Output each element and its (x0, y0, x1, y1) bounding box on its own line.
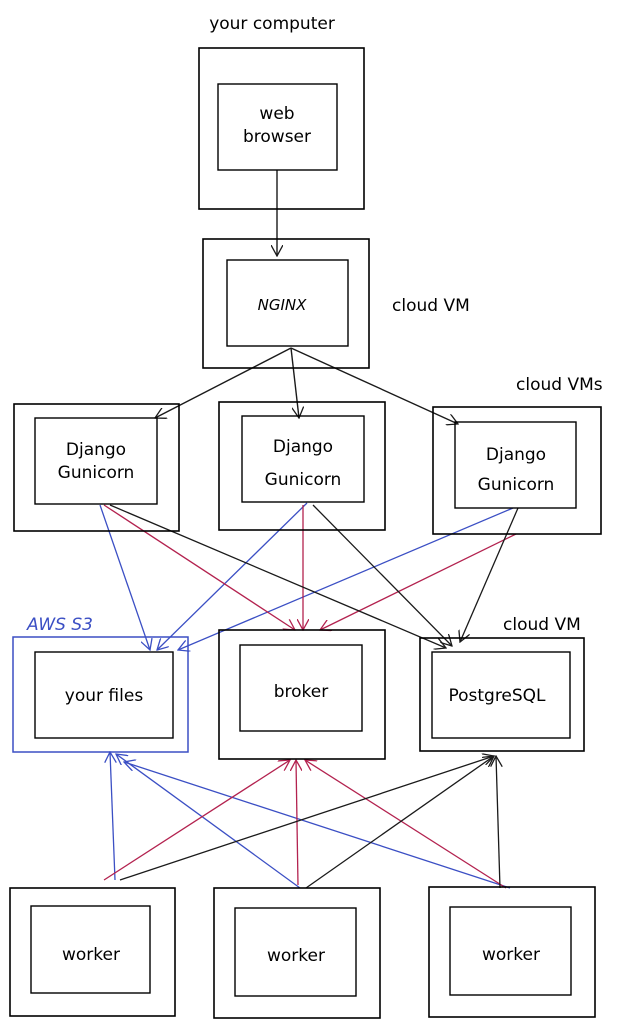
edge-worker-3-postgres (496, 756, 500, 889)
label-cloud-vm-db: cloud VM (503, 615, 581, 635)
edge-django-2-files (157, 502, 308, 650)
edge-django-1-postgres (109, 504, 446, 648)
django-1-label-line2: Gunicorn (58, 463, 135, 483)
node-worker-2: worker (213, 887, 381, 1019)
browser-label-line2: browser (243, 127, 311, 147)
edge-nginx-django-3 (290, 347, 458, 424)
node-postgres: PostgreSQL (419, 637, 585, 752)
django-2-label-line1: Django (273, 437, 333, 457)
django-3-label-line1: Django (486, 445, 546, 465)
node-django-1: Django Gunicorn (13, 403, 180, 532)
label-aws-s3: AWS S3 (26, 615, 93, 635)
django-3-label-line2: Gunicorn (478, 475, 555, 495)
label-cloud-vm-nginx: cloud VM (392, 296, 470, 316)
node-django-2: Django Gunicorn (218, 401, 386, 531)
edge-worker-1-postgres (119, 756, 494, 881)
broker-label: broker (274, 682, 329, 702)
node-worker-1: worker (9, 887, 176, 1017)
files-label: your files (65, 686, 144, 706)
django-2-label-line2: Gunicorn (265, 470, 342, 490)
s3-frame (12, 636, 189, 753)
edge-django-3-files (178, 507, 514, 650)
edge-worker-2-files (116, 754, 301, 889)
postgres-label: PostgreSQL (448, 686, 546, 706)
django-1-label-line1: Django (66, 440, 126, 460)
edge-worker-2-broker (296, 760, 298, 886)
edge-nginx-django-1 (155, 347, 292, 418)
edge-django-3-postgres (460, 507, 519, 642)
edge-nginx-django-2 (290, 347, 299, 418)
edge-worker-1-broker (103, 760, 290, 881)
worker-2-label: worker (267, 946, 325, 966)
edge-django-2-postgres (312, 504, 452, 646)
edge-django-1-files (99, 504, 150, 650)
worker-3-label: worker (482, 945, 540, 965)
node-browser: web browser (198, 47, 365, 210)
edge-django-1-broker (103, 504, 295, 630)
edge-worker-3-files (124, 762, 511, 889)
node-worker-3: worker (428, 886, 596, 1018)
edges (99, 170, 519, 889)
label-your-computer: your computer (209, 14, 335, 34)
edge-django-3-broker (320, 533, 517, 630)
nginx-label: NGINX (258, 296, 307, 314)
label-cloud-vms: cloud VMs (516, 375, 603, 395)
edge-worker-1-files (110, 752, 115, 881)
node-nginx: NGINX (202, 238, 370, 369)
edge-worker-3-broker (305, 760, 507, 889)
node-django-3: Django Gunicorn (432, 406, 602, 535)
edge-worker-2-postgres (305, 756, 494, 889)
node-broker: broker (218, 629, 386, 760)
node-files: your files (12, 636, 189, 753)
worker-1-label: worker (62, 945, 120, 965)
browser-label-line1: web (259, 104, 294, 124)
